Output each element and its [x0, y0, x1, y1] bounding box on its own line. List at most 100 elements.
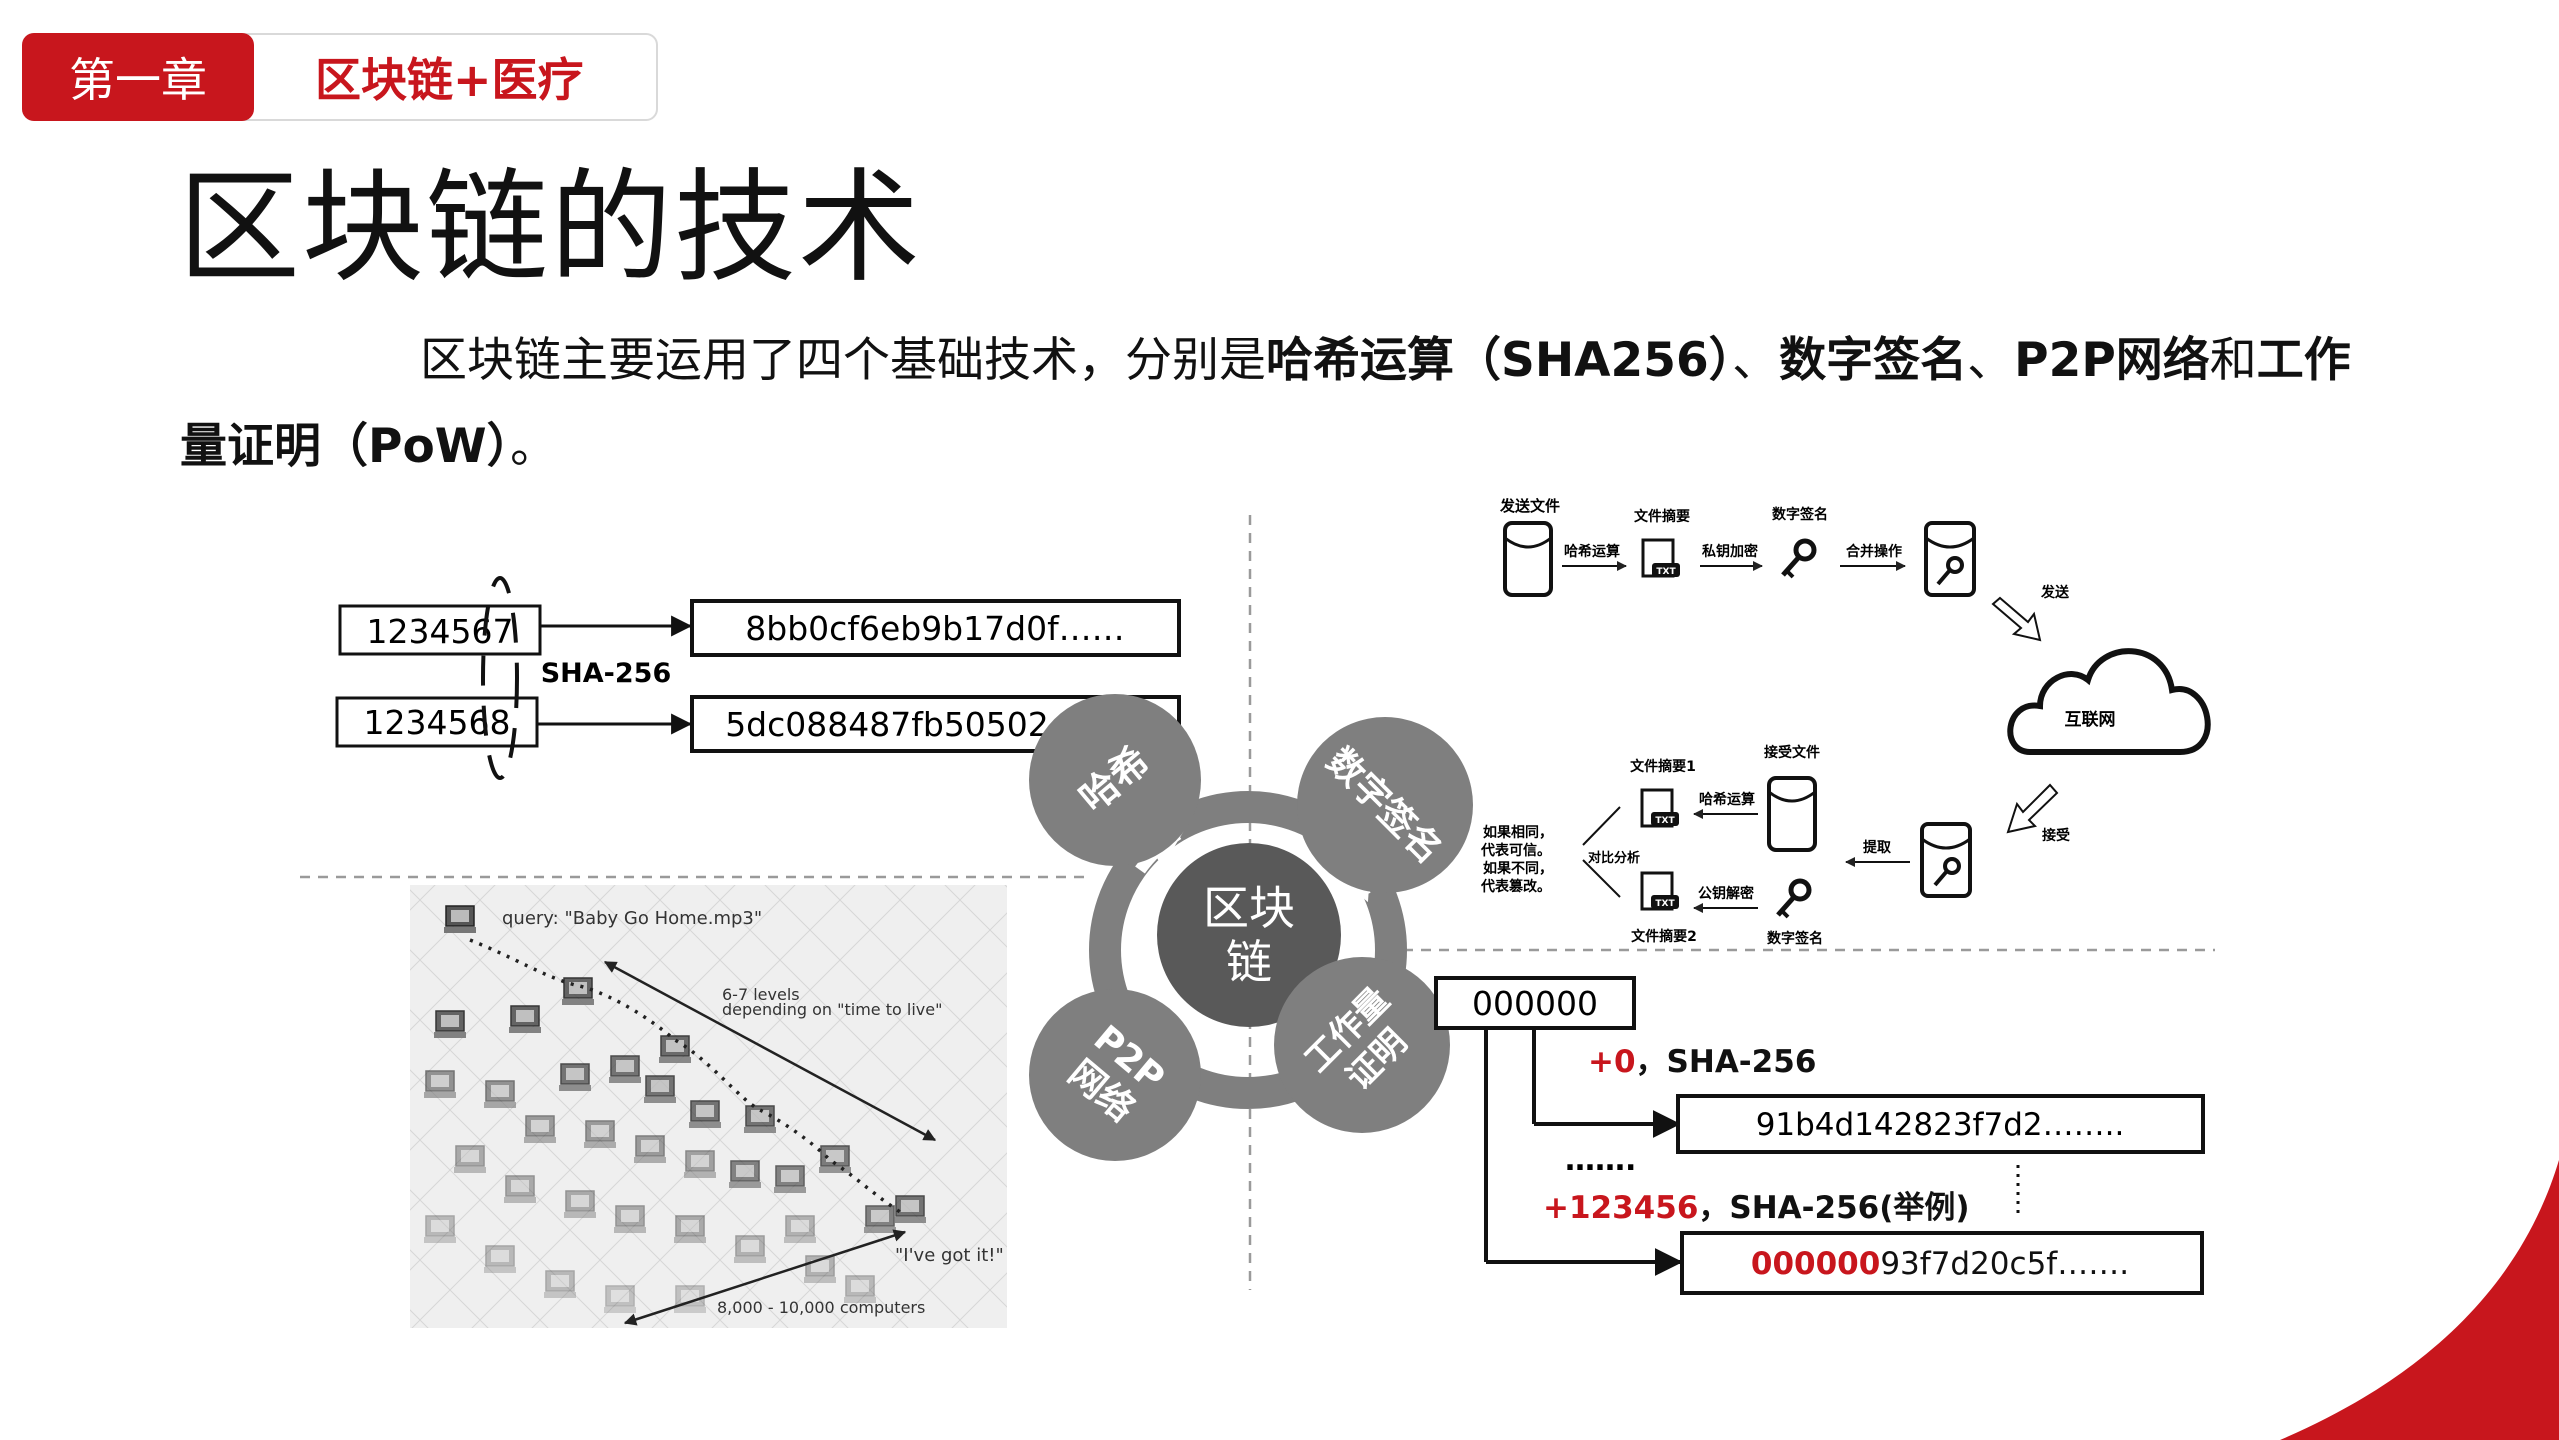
computer-icon	[674, 1215, 706, 1243]
computer-icon	[894, 1195, 926, 1223]
intro-hash: 哈希运算（SHA256）	[1266, 333, 1733, 388]
pow-nonce1: +0	[1588, 1044, 1636, 1080]
computer-icon	[584, 1120, 616, 1148]
send-file-label: 发送文件	[1499, 497, 1560, 515]
computer-icon	[424, 1215, 456, 1243]
p2p-levels-2: depending on "time to live"	[722, 1000, 942, 1019]
cycle-core	[1157, 843, 1341, 1027]
computer-icon	[454, 1145, 486, 1173]
technology-cycle: 区块 链 哈希 数字签名 P2P 网络 工作量 证明	[1029, 694, 1473, 1161]
private-encrypt-label: 私钥加密	[1702, 543, 1758, 560]
computer-icon	[634, 1135, 666, 1163]
signature2-label: 数字签名	[1767, 930, 1823, 947]
decorative-swoosh	[2280, 1160, 2559, 1440]
page-title: 区块链的技术	[178, 157, 922, 299]
cycle-core-line2: 链	[1226, 935, 1272, 989]
compare-label: 对比分析	[1588, 850, 1640, 866]
cycle-ring	[1089, 791, 1407, 1109]
verdict-line2: 代表可信。	[1480, 842, 1551, 859]
computer-icon	[484, 1245, 516, 1273]
computer-icon	[564, 1190, 596, 1218]
public-decrypt-label: 公钥解密	[1698, 885, 1754, 902]
hash-op-label: 哈希运算	[1564, 543, 1620, 560]
computer-icon	[509, 1005, 541, 1033]
computer-icon	[744, 1105, 776, 1133]
signature-label: 数字签名	[1772, 506, 1828, 523]
computer-icon	[734, 1235, 766, 1263]
hash-input-box-2	[335, 696, 539, 748]
computer-icon	[484, 1080, 516, 1108]
merge-label: 合并操作	[1846, 543, 1902, 560]
intro-paragraph: 区块链主要运用了四个基础技术，分别是哈希运算（SHA256）、数字签名、P2P网…	[180, 318, 2380, 490]
computer-icon	[562, 977, 594, 1005]
computer-icon	[504, 1175, 536, 1203]
digest2-label: 文件摘要2	[1631, 928, 1697, 945]
intro-sep: 、	[1967, 333, 2015, 388]
computer-icon	[729, 1160, 761, 1188]
internet-label: 互联网	[2065, 710, 2116, 730]
hash-input-box-1	[338, 604, 542, 656]
computer-icon	[659, 1035, 691, 1063]
txt-badge-label: TXT	[1656, 567, 1676, 577]
hash-diagram: 1234567 1234568 SHA-256 8bb0cf6eb9b17d0f…	[335, 576, 1181, 780]
computer-icon	[774, 1165, 806, 1193]
computer-icon	[424, 1070, 456, 1098]
intro-end: 。	[510, 419, 558, 474]
computer-icon	[689, 1100, 721, 1128]
computer-icon	[784, 1215, 816, 1243]
petal-signature	[1297, 717, 1473, 893]
pow-hash2-box	[1680, 1231, 2204, 1295]
key-icon	[1781, 538, 1817, 579]
extract-label: 提取	[1863, 840, 1892, 856]
digest-label: 文件摘要	[1634, 508, 1690, 525]
verdict-line3: 如果不同，	[1483, 860, 1553, 877]
computer-icon	[444, 905, 476, 933]
pow-seed: 000000	[1472, 984, 1598, 1023]
computer-icon	[864, 1205, 896, 1233]
intro-signature: 数字签名	[1779, 333, 1968, 388]
pow-hash2-rest: 93f7d20c5f…….	[1880, 1246, 2129, 1282]
pow-hash2: 00000093f7d20c5f…….	[1751, 1246, 2129, 1282]
send-arrow	[1991, 596, 2042, 642]
signature-flow-diagram: 发送文件 哈希运算 文件摘要 TXT 私钥加密 数字签名 合并操作 发送 互联网	[1480, 497, 2211, 947]
petal-pow	[1274, 957, 1450, 1133]
public-key-icon	[1776, 878, 1812, 919]
txt-badge-label: TXT	[1655, 816, 1675, 826]
pow-step1-rest: ，SHA-256	[1636, 1044, 1817, 1080]
hash-op-label-2: 哈希运算	[1699, 791, 1755, 808]
pow-step2-label: +123456，SHA-256(举例)	[1543, 1190, 1970, 1226]
intro-sep: 、	[1732, 333, 1780, 388]
petal-hash	[1029, 694, 1201, 866]
petal-p2p	[1029, 989, 1201, 1161]
hash-algorithm-label: SHA-256	[541, 658, 672, 689]
verdict-line4: 代表篡改。	[1480, 878, 1551, 895]
intro-pow: 工作量证明（PoW）	[180, 333, 2351, 474]
chapter-title: 区块链+医疗	[315, 53, 584, 107]
intro-and: 和	[2209, 333, 2257, 388]
intro-text: 区块链主要运用了四个基础技术，分别是	[420, 333, 1266, 388]
send-label: 发送	[2040, 584, 2070, 601]
computer-icon	[819, 1145, 851, 1173]
pow-diagram: 000000 +0，SHA-256 91b4d142823f7d2…….. ………	[1434, 976, 2205, 1295]
computer-icon	[559, 1063, 591, 1091]
pow-ellipsis: …….	[1565, 1143, 1636, 1178]
computer-icon	[614, 1205, 646, 1233]
hash-input-2: 1234568	[364, 703, 511, 742]
changed-digit-highlight	[481, 576, 519, 780]
txt-badge	[1652, 563, 1680, 577]
computer-icon	[434, 1010, 466, 1038]
pow-step1-label: +0，SHA-256	[1588, 1044, 1816, 1080]
receive-arrow	[2006, 783, 2059, 834]
verdict-line1: 如果相同，	[1483, 824, 1553, 841]
computer-icon	[544, 1270, 576, 1298]
p2p-query: query: "Baby Go Home.mp3"	[502, 908, 762, 929]
received-file-icon	[1767, 776, 1817, 852]
txt-badge-label: TXT	[1655, 899, 1675, 909]
p2p-got-it: "I've got it!"	[895, 1245, 1004, 1266]
p2p-computers: 8,000 - 10,000 computers	[717, 1298, 925, 1317]
computer-icon	[604, 1285, 636, 1313]
hash-output-1: 8bb0cf6eb9b17d0f……	[745, 609, 1124, 648]
pow-nonce2: +123456	[1543, 1190, 1698, 1226]
computer-icon	[609, 1055, 641, 1083]
